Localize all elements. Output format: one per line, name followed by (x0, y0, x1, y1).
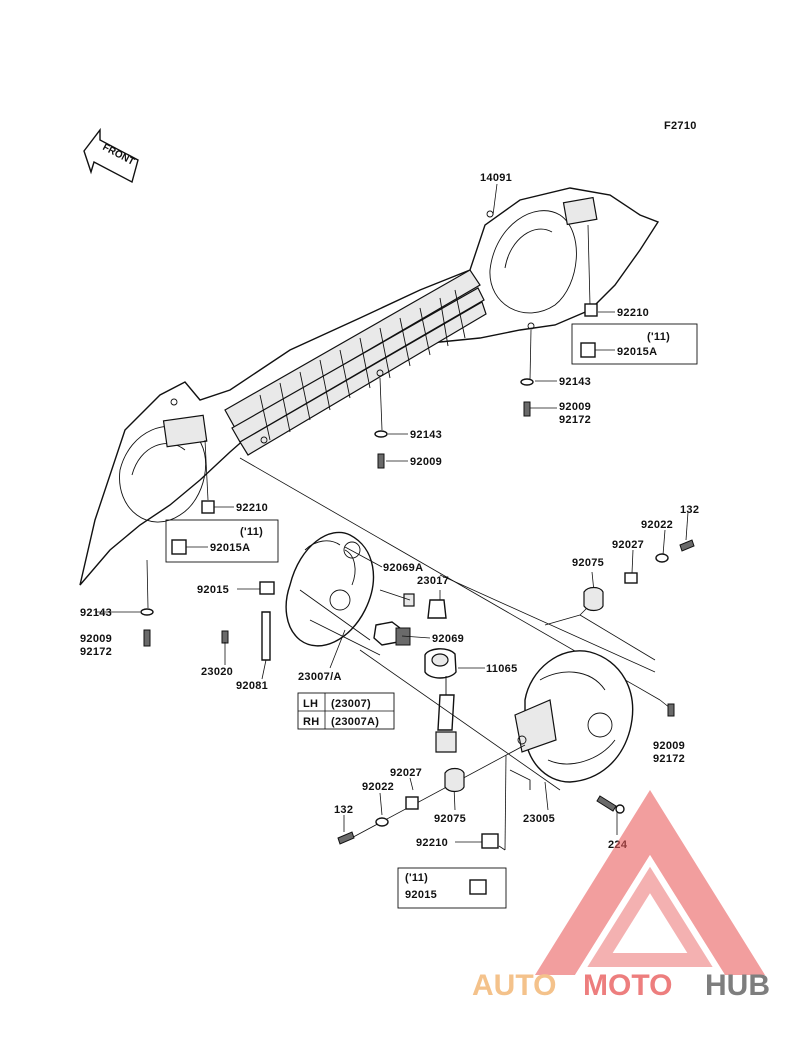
fasteners-right (337, 539, 695, 849)
part-label-92015A: 92015A (617, 346, 657, 358)
part-label-92172: 92172 (559, 414, 591, 426)
part-label-92172: 92172 (80, 646, 112, 658)
part-label-92027: 92027 (612, 539, 644, 551)
part-label-92143: 92143 (410, 429, 442, 441)
part-label-92143: 92143 (559, 376, 591, 388)
part-label-92009: 92009 (410, 456, 442, 468)
part-label-11065: 11065 (486, 663, 517, 675)
part-label-92069A: 92069A (383, 562, 423, 574)
variant-part-lh: (23007) (331, 698, 371, 710)
part-label-92015: 92015 (405, 889, 437, 901)
part-label-92015: 92015 (197, 584, 229, 596)
part-label-92210: 92210 (617, 307, 649, 319)
part-label-92022: 92022 (362, 781, 394, 793)
automotohub-logo: AUTO MOTO HUB (472, 790, 770, 1002)
logo-text-hub: HUB (705, 969, 770, 1002)
right-headlight-assembly (509, 650, 634, 814)
part-labels: 14091 92210 ('11) 92015A 92143 92009 921… (80, 172, 699, 901)
part-label-23007A: 23007/A (298, 671, 342, 683)
part-label-92009: 92009 (559, 401, 591, 413)
part-label-92143: 92143 (80, 607, 112, 619)
leader-lines-left (224, 546, 656, 791)
part-label-132: 132 (334, 804, 353, 816)
part-label-92172: 92172 (653, 753, 685, 765)
logo-text-auto: AUTO (472, 969, 556, 1002)
part-label-132: 132 (680, 504, 699, 516)
logo-text-moto: MOTO (583, 969, 672, 1002)
part-label-year11: ('11) (647, 331, 670, 343)
upper-cowl-panel (79, 187, 660, 586)
part-label-year11: ('11) (240, 526, 263, 538)
part-label-92009: 92009 (653, 740, 685, 752)
variant-table: LH (23007) RH (23007A) (297, 692, 395, 730)
part-label-92210: 92210 (416, 837, 448, 849)
front-arrow-icon: FRONT (83, 127, 139, 184)
part-label-23005: 23005 (523, 813, 555, 825)
variant-side-rh: RH (303, 716, 320, 728)
year-box-bottom (397, 867, 507, 909)
variant-part-rh: (23007A) (331, 716, 379, 728)
part-label-23017: 23017 (417, 575, 449, 587)
part-label-92210: 92210 (236, 502, 268, 514)
part-label-92015A: 92015A (210, 542, 250, 554)
variant-side-lh: LH (303, 698, 318, 710)
part-label-23020: 23020 (201, 666, 233, 678)
figure-code: F2710 (664, 120, 697, 132)
year-box-left (165, 519, 279, 563)
part-label-92081: 92081 (236, 680, 268, 692)
grille-louvers (224, 269, 487, 456)
part-label-14091: 14091 (480, 172, 512, 184)
fasteners-upper (140, 303, 598, 647)
left-headlight-assembly (221, 531, 457, 753)
part-label-92075: 92075 (572, 557, 604, 569)
part-label-92022: 92022 (641, 519, 673, 531)
part-label-92009: 92009 (80, 633, 112, 645)
part-label-92075: 92075 (434, 813, 466, 825)
part-label-92027: 92027 (390, 767, 422, 779)
year-box-upper-right (571, 323, 698, 365)
part-label-year11: ('11) (405, 872, 428, 884)
part-label-92069: 92069 (432, 633, 464, 645)
